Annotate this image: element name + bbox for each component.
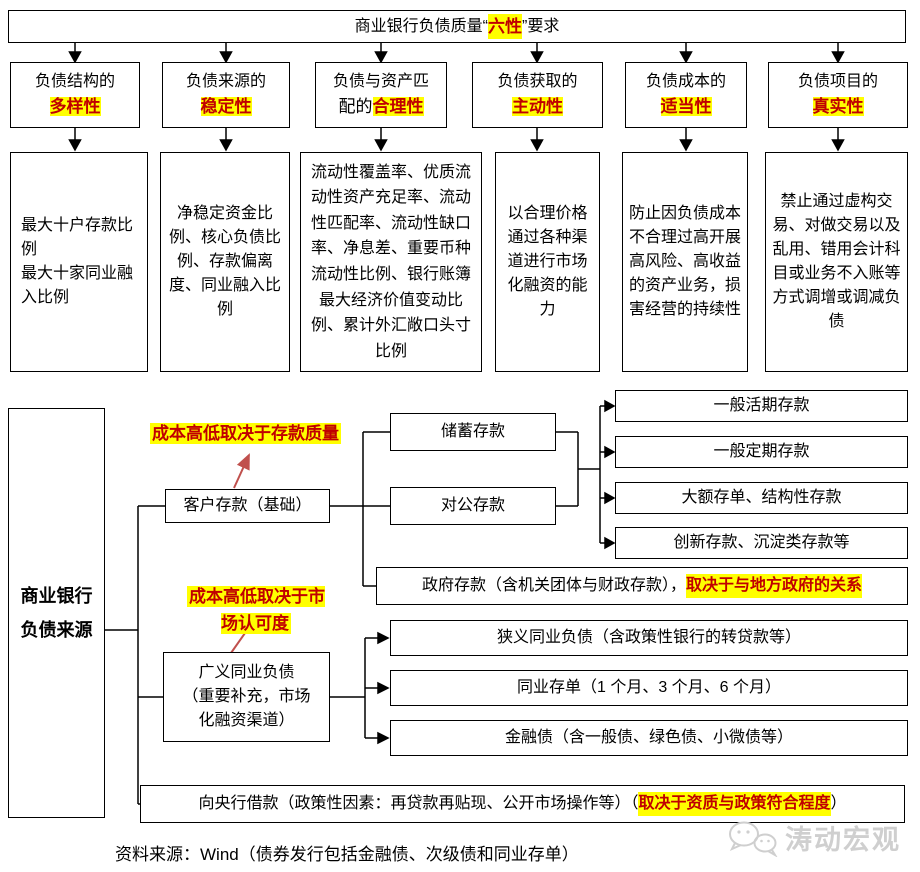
government-deposit-box: 政府存款（含机关团体与财政存款），取决于与地方政府的关系	[376, 567, 908, 605]
requirement-box-appropriateness: 负债成本的 适当性	[625, 62, 747, 128]
detail-box-initiative: 以合理价格通过各种渠道进行市场化融资的能力	[495, 152, 600, 372]
narrow-interbank-liability-box: 狭义同业负债（含政策性银行的转贷款等）	[390, 620, 908, 656]
detail-box-diversity: 最大十户存款比例 最大十家同业融入比例	[10, 152, 148, 372]
liability-sources-root-box: 商业银行 负债来源	[8, 408, 105, 818]
requirement-label: 负债获取的	[497, 73, 578, 91]
requirement-keyword: 主动性	[512, 97, 563, 117]
central-bank-text-suffix: ）	[830, 795, 847, 812]
deposit-type-innovative-box: 创新存款、沉淀类存款等	[615, 527, 908, 559]
requirement-label-mid: 配的	[338, 97, 373, 117]
government-deposit-highlight: 取决于与地方政府的关系	[686, 574, 863, 598]
deposit-type-cd-structured-box: 大额存单、结构性存款	[615, 482, 908, 514]
customer-deposit-box: 客户存款（基础）	[165, 489, 330, 523]
annotation-cost-depends-market-recognition: 成本高低取决于市 场认可度	[160, 558, 352, 637]
requirement-keyword: 真实性	[812, 97, 864, 117]
title-box: 商业银行负债质量“六性”要求	[8, 10, 906, 43]
requirement-keyword: 合理性	[372, 97, 424, 117]
central-bank-text: 向央行借款（政策性因素：再贷款再贴现、公开市场操作等）（	[198, 795, 639, 812]
deposit-type-demand-box: 一般活期存款	[615, 390, 908, 422]
watermark: 涛动宏观	[727, 818, 901, 857]
requirement-keyword: 适当性	[660, 97, 712, 117]
detail-box-authenticity: 禁止通过虚构交易、对做交易以及乱用、错用会计科目或业务不入账等方式调增或调减负债	[765, 152, 908, 372]
requirement-label: 负债结构的	[34, 73, 115, 91]
detail-box-stability: 净稳定资金比例、核心负债比例、存款偏离度、同业融入比例	[160, 152, 290, 372]
requirement-box-stability: 负债来源的 稳定性	[162, 62, 290, 128]
requirement-label: 负债项目的	[797, 73, 878, 91]
savings-deposit-box: 储蓄存款	[390, 413, 556, 451]
requirement-keyword: 稳定性	[200, 97, 252, 117]
requirement-box-diversity: 负债结构的 多样性	[10, 62, 140, 128]
requirement-label: 负债成本的	[645, 73, 726, 91]
central-bank-borrowing-box: 向央行借款（政策性因素：再贷款再贴现、公开市场操作等）（取决于资质与政策符合程度…	[140, 785, 905, 823]
chat-bubbles-icon	[729, 821, 778, 857]
broad-interbank-liability-box: 广义同业负债 （重要补充，市场 化融资渠道）	[163, 652, 330, 742]
data-source-note: 资料来源：Wind（债券发行包括金融债、次级债和同业存单）	[115, 845, 579, 864]
requirement-box-rationality: 负债与资产匹 配的合理性	[315, 62, 447, 128]
annotation-cost-depends-deposit-quality: 成本高低取决于存款质量	[138, 421, 353, 447]
central-bank-highlight: 取决于资质与政策符合程度	[638, 792, 831, 816]
requirement-label: 负债来源的	[185, 73, 266, 91]
requirement-box-authenticity: 负债项目的 真实性	[768, 62, 908, 128]
detail-box-rationality: 流动性覆盖率、优质流动性资产充足率、流动性匹配率、流动性缺口率、净息差、重要币种…	[300, 152, 482, 372]
annotation-text: 成本高低取决于存款质量	[150, 423, 341, 444]
requirement-label: 负债与资产匹	[332, 73, 429, 91]
title-keyword: 六性	[488, 13, 522, 40]
detail-box-appropriateness: 防止因负债成本不合理过高开展高风险、高收益的资产业务，损害经营的持续性	[622, 152, 748, 372]
requirement-box-initiative: 负债获取的 主动性	[472, 62, 603, 128]
title-text: 商业银行负债质量“	[354, 17, 488, 35]
watermark-text: 涛动宏观	[785, 825, 901, 855]
requirement-keyword: 多样性	[49, 97, 101, 117]
deposit-type-time-box: 一般定期存款	[615, 436, 908, 468]
annotation-text: 成本高低取决于市 场认可度	[187, 586, 325, 634]
government-deposit-text: 政府存款（含机关团体与财政存款），	[421, 577, 686, 594]
financial-bond-box: 金融债（含一般债、绿色债、小微债等）	[390, 720, 908, 756]
title-text-suffix: ”要求	[522, 17, 560, 35]
corporate-deposit-box: 对公存款	[390, 487, 556, 525]
interbank-cd-box: 同业存单（1 个月、3 个月、6 个月）	[390, 670, 908, 706]
